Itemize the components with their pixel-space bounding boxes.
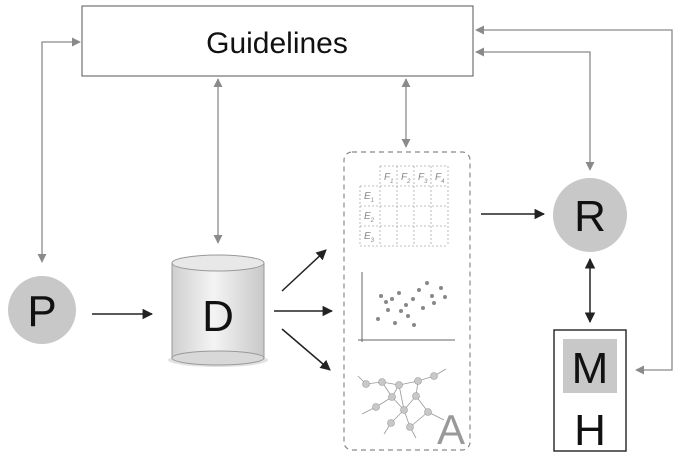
node-a-label: A — [437, 406, 465, 453]
guidelines-box: Guidelines — [81, 5, 474, 77]
node-r: R — [553, 178, 627, 252]
node-mh-box: M H — [553, 329, 627, 455]
node-p: P — [8, 276, 76, 344]
scatter-points — [376, 281, 447, 327]
arrow-d-table — [281, 249, 327, 292]
scatter-thumbnail — [358, 272, 455, 342]
row-header-e3: E3 — [364, 231, 375, 244]
gray-connectors — [37, 25, 673, 375]
arrow-r-guidelines — [475, 47, 595, 171]
node-d-label: D — [202, 292, 234, 341]
node-m-highlight — [563, 339, 617, 393]
arrow-p-guidelines — [37, 37, 81, 263]
col-header-f4: F4 — [435, 172, 445, 185]
table-column-headers: F1 F2 F3 F4 — [384, 172, 445, 185]
dark-connectors — [92, 208, 596, 371]
node-m-label: M — [572, 344, 609, 393]
node-h-label: H — [574, 406, 606, 455]
arrow-mh-guidelines — [475, 25, 673, 375]
col-header-f1: F1 — [384, 172, 393, 185]
node-p-label: P — [27, 287, 56, 336]
guidelines-label: Guidelines — [206, 27, 348, 60]
row-header-e1: E1 — [364, 191, 374, 204]
analysis-container: F1 F2 F3 F4 E1 E2 E3 — [343, 151, 471, 453]
col-header-f3: F3 — [418, 172, 428, 185]
node-r-label: R — [574, 192, 606, 241]
col-header-f2: F2 — [401, 172, 411, 185]
table-row-headers: E1 E2 E3 — [364, 191, 375, 244]
feature-table — [359, 165, 449, 247]
node-d-database: D — [168, 254, 268, 367]
row-header-e2: E2 — [364, 211, 375, 224]
arrow-d-graph — [281, 328, 331, 371]
network-thumbnail — [357, 368, 447, 439]
network-nodes — [362, 372, 438, 431]
